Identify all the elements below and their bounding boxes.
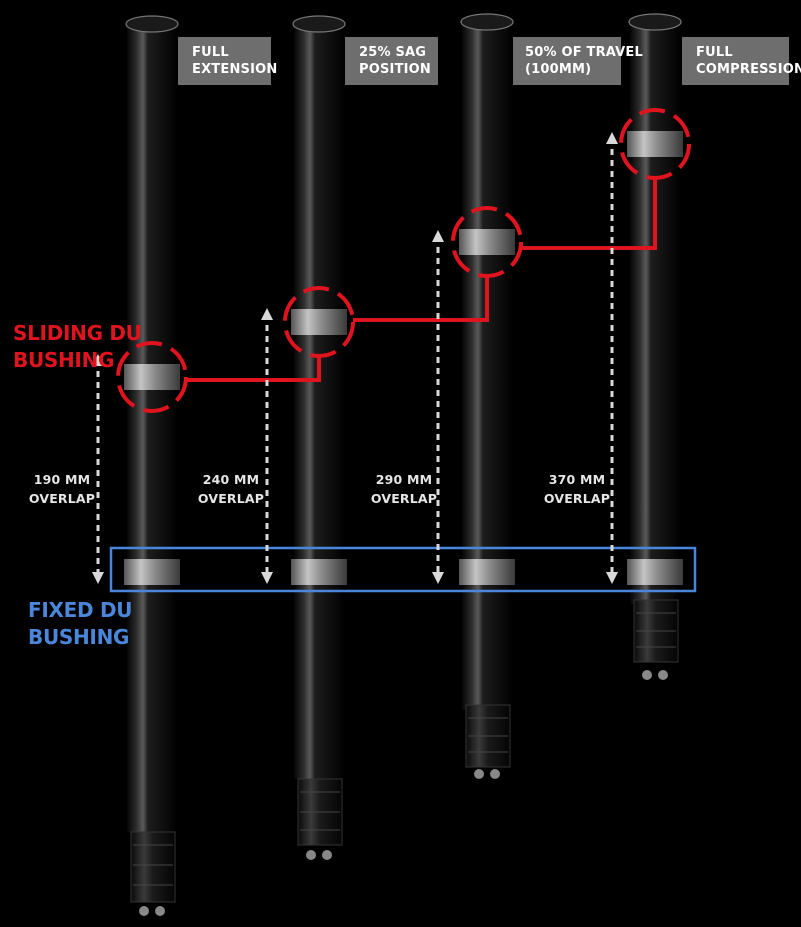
overlap-value: 190 MM (33, 472, 91, 487)
position-tag-line2: EXTENSION (192, 62, 278, 77)
position-tag-line1: 25% SAG (359, 45, 427, 60)
position-tag-line1: FULL (192, 45, 229, 60)
overlap-arrows (92, 132, 618, 584)
overlap-label-3: 290 MM OVERLAP (359, 470, 449, 508)
overlap-value: 290 MM (375, 472, 433, 487)
fixed-bushing-band-1 (124, 559, 180, 585)
overlap-word: OVERLAP (543, 491, 611, 506)
position-tag-half-travel: 50% OF TRAVEL (100MM) (513, 37, 643, 85)
sliding-bushing-highlights (116, 108, 691, 413)
overlap-word: OVERLAP (28, 491, 96, 506)
overlap-label-4: 370 MM OVERLAP (532, 470, 622, 508)
sliding-bushing-label-line1: SLIDING DU (13, 321, 142, 345)
position-tag-full-compression: FULL COMPRESSION (682, 37, 801, 85)
fixed-bushing-highlight-box (109, 546, 697, 593)
sliding-bushing-circle-1 (116, 341, 188, 413)
sliding-bushing-step-line (186, 178, 657, 382)
position-tag-line1: FULL (696, 45, 733, 60)
fixed-bushing-label-line2: BUSHING (28, 625, 130, 649)
fixed-bushing-band-4 (627, 559, 683, 585)
fixed-bushing-label: FIXED DU BUSHING (28, 597, 133, 651)
position-tag-sag: 25% SAG POSITION (345, 37, 438, 85)
overlap-label-2: 240 MM OVERLAP (186, 470, 276, 508)
sliding-bushing-band-2 (291, 309, 347, 335)
sliding-bushing-label-line2: BUSHING (13, 348, 115, 372)
fixed-bushing-band-3 (459, 559, 515, 585)
fork-leg-full-extension (125, 15, 179, 916)
fork-leg-full-compression (628, 13, 682, 680)
overlap-value: 240 MM (202, 472, 260, 487)
fork-leg-sag-position (292, 15, 346, 860)
position-tag-line2: POSITION (359, 62, 432, 77)
overlap-value: 370 MM (548, 472, 606, 487)
overlap-word: OVERLAP (370, 491, 438, 506)
position-tag-full-extension: FULL EXTENSION (178, 37, 278, 85)
fork-leg-half-travel (460, 13, 514, 779)
position-tag-line2: (100MM) (525, 62, 592, 77)
overlap-word: OVERLAP (197, 491, 265, 506)
position-tag-line1: 50% OF TRAVEL (525, 45, 643, 60)
sliding-bushing-band-4 (627, 131, 683, 157)
overlap-label-1: 190 MM OVERLAP (17, 470, 107, 508)
sliding-bushing-band-3 (459, 229, 515, 255)
fixed-bushing-band-2 (291, 559, 347, 585)
fixed-bushing-label-line1: FIXED DU (28, 598, 133, 622)
sliding-bushing-band-1 (124, 364, 180, 390)
sliding-bushing-label: SLIDING DU BUSHING (13, 320, 142, 374)
position-tag-line2: COMPRESSION (696, 62, 801, 77)
